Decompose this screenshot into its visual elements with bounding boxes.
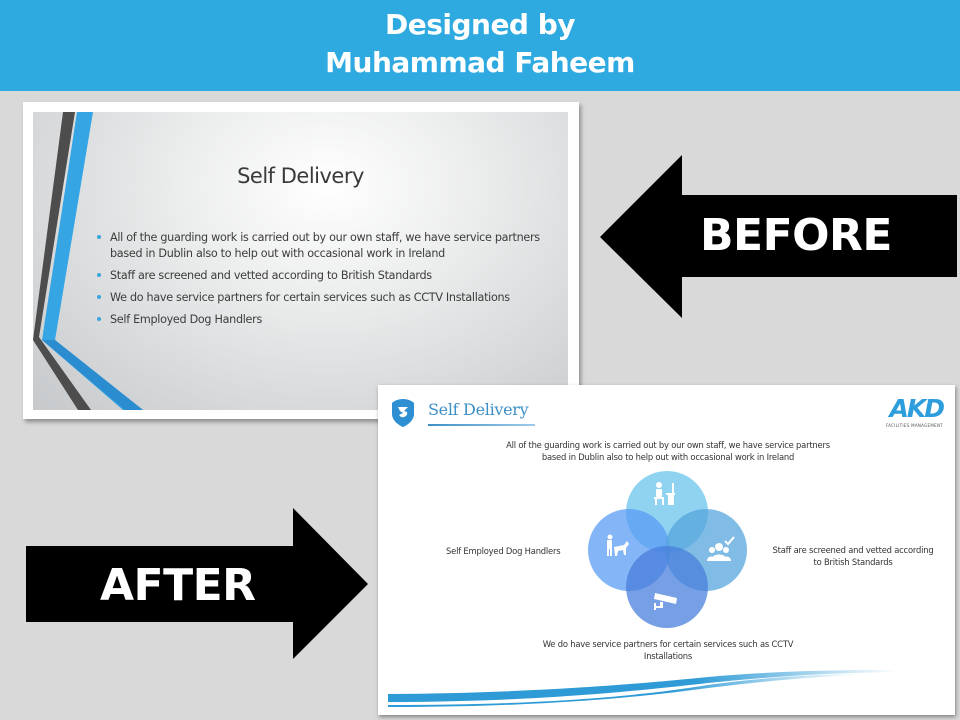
- right-text-line-2: to British Standards: [813, 557, 893, 567]
- before-slide: Self Delivery All of the guarding work i…: [33, 112, 568, 410]
- banner-line-1: Designed by: [384, 8, 576, 41]
- cctv-camera-icon: [654, 593, 677, 610]
- top-text-line-1: All of the guarding work is carried out …: [506, 440, 830, 450]
- top-description: All of the guarding work is carried out …: [438, 439, 898, 463]
- after-slide: Self Delivery AKD FACILITIES MANAGEMENT …: [378, 385, 955, 715]
- akd-logo-subtext: FACILITIES MANAGEMENT: [885, 423, 943, 428]
- before-bullet-list: All of the guarding work is carried out …: [97, 230, 557, 334]
- bullet-item: Staff are screened and vetted according …: [97, 268, 557, 284]
- bottom-text-line-1: We do have service partners for certain …: [542, 639, 794, 649]
- venn-diagram: [588, 471, 747, 628]
- dog-handler-icon: [607, 534, 629, 556]
- circle-cctv: [626, 546, 708, 628]
- vetted-staff-icon: [707, 536, 735, 561]
- right-text-line-1: Staff are screened and vetted according: [772, 545, 934, 555]
- left-description: Self Employed Dog Handlers: [446, 546, 561, 556]
- banner-line-2: Muhammad Faheem: [325, 46, 635, 79]
- before-arrow-icon: [600, 155, 957, 318]
- bottom-description: We do have service partners for certain …: [488, 638, 848, 662]
- desk-worker-icon: [654, 482, 675, 505]
- before-slide-frame: Self Delivery All of the guarding work i…: [23, 102, 579, 419]
- shield-logo-icon: [392, 399, 414, 427]
- before-label: BEFORE: [700, 210, 893, 261]
- akd-logo-text: AKD: [889, 394, 946, 423]
- before-slide-title: Self Delivery: [237, 164, 364, 188]
- title-underline: [428, 424, 535, 426]
- after-label: AFTER: [100, 560, 256, 611]
- after-slide-title: Self Delivery: [428, 400, 529, 419]
- right-description: Staff are screened and vetted according …: [758, 544, 948, 568]
- title-banner: Designed by Muhammad Faheem: [0, 0, 960, 91]
- akd-logo: AKD FACILITIES MANAGEMENT: [867, 394, 946, 431]
- after-arrow-icon: [26, 508, 368, 659]
- decorative-stripes-icon: [33, 112, 143, 410]
- bullet-item: Self Employed Dog Handlers: [97, 312, 557, 328]
- bullet-item: All of the guarding work is carried out …: [97, 230, 557, 262]
- bottom-text-line-2: Installations: [643, 651, 693, 661]
- top-text-line-2: based in Dublin also to help out with oc…: [541, 452, 795, 462]
- bullet-item: We do have service partners for certain …: [97, 290, 557, 306]
- decorative-swoosh-icon: [388, 670, 898, 707]
